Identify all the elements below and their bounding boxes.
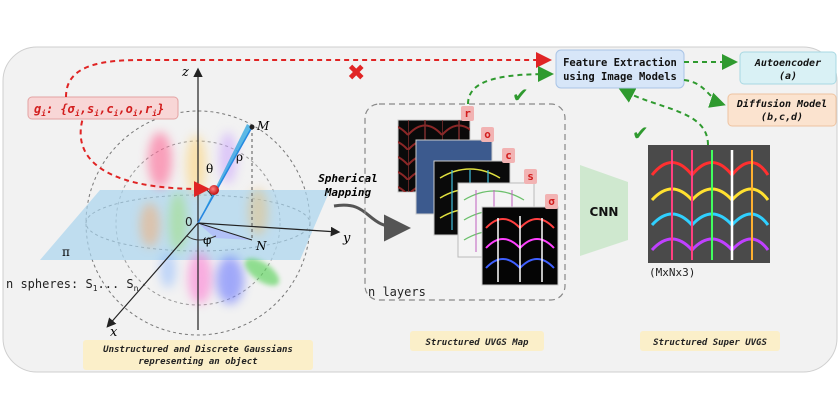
x-axis (106, 222, 199, 328)
n-layers-label: n layers (368, 285, 426, 299)
gparam-prefix-sub: i (41, 108, 46, 118)
z-axis-label: z (181, 65, 189, 80)
rho-wedge (198, 124, 252, 223)
caption-left-box (83, 340, 313, 370)
rho-label: ρ (236, 150, 243, 164)
super-to-feature-arrow (618, 88, 709, 146)
plane-label: π (62, 245, 70, 259)
gparam-to-point-arrow (79, 111, 210, 198)
diffusion-line2: (b,c,d) (761, 112, 803, 123)
y-axis (197, 222, 341, 237)
phi-label: φ (203, 233, 211, 247)
caption-right: Structured Super UVGS (653, 338, 767, 348)
check-mark-super: ✔ (632, 121, 649, 145)
svg-text:gi: {σi,si,ci,oi,ri}: gi: {σi,si,ci,oi,ri} (34, 102, 164, 118)
x-axis-label: x (110, 325, 118, 340)
feature-extraction-box (555, 49, 685, 89)
layers-dashed-box (364, 103, 566, 301)
theta-label: θ (206, 162, 213, 176)
caption-left-line2: representing an object (138, 356, 258, 367)
layer-tag-c-box (502, 148, 515, 163)
layer-tag-sigma: σ (548, 195, 555, 208)
layer-tag-r: r (464, 107, 471, 120)
diffusion-line1: Diffusion Model (736, 98, 827, 110)
caption-mid-box (410, 331, 544, 351)
direct-path-arrow (65, 52, 552, 98)
spheres-label: n spheres: S1... Sn (6, 277, 139, 293)
spherical-mapping-arrow (333, 203, 411, 242)
gaussian-point (209, 185, 219, 195)
gaussian-params-box: gi: {σi,si,ci,oi,ri} (27, 96, 179, 120)
cnn-block (580, 165, 628, 256)
layer-tag-sigma-box (545, 194, 558, 209)
autoencoder-box (739, 51, 837, 85)
layer-tag-o: o (484, 128, 491, 141)
gparam-prefix: g (34, 102, 41, 116)
spherical-mapping-line2: Mapping (324, 186, 372, 199)
layer-tag-c: c (505, 149, 512, 162)
origin-label: 0 (185, 215, 193, 229)
dims-label: (MxNx3) (649, 266, 695, 279)
diffusion-box (727, 93, 837, 127)
point-n-label: N (255, 239, 267, 253)
gparam-item-s: s (87, 102, 94, 116)
layer-tag-s-box (524, 169, 537, 184)
super-uvgs-image (648, 145, 770, 263)
caption-mid: Structured UVGS Map (426, 338, 530, 348)
layer-tag-o-box (481, 127, 494, 142)
gparam-item-o: o (126, 102, 133, 116)
gparam-body: : {σ (46, 102, 76, 116)
caption-right-box (640, 331, 780, 351)
autoencoder-line1: Autoencoder (754, 58, 821, 69)
feature-line2: using Image Models (563, 71, 677, 83)
y-axis-label: y (342, 231, 351, 246)
gparam-item-c: c (106, 102, 113, 116)
phi-arc (186, 235, 217, 241)
caption-left-line1: Unstructured and Discrete Gaussians (103, 344, 293, 355)
cnn-label: CNN (590, 205, 619, 219)
point-m-marker (249, 124, 255, 130)
point-m-label: M (256, 119, 270, 133)
autoencoder-line2: (a) (779, 71, 797, 82)
cross-mark: ✖ (347, 61, 365, 86)
gparam-item-r: r (145, 102, 153, 116)
spherical-mapping-line1: Spherical (318, 172, 378, 185)
layer-tag-r-box (461, 106, 474, 121)
check-mark-layers: ✔ (512, 83, 529, 107)
feature-line1: Feature Extraction (563, 57, 677, 69)
layer-tag-s: s (527, 170, 534, 183)
n-line (197, 222, 253, 241)
gaussian-blobs (140, 132, 280, 304)
layer-stack: r o c s σ (397, 106, 559, 286)
coordinate-sphere-figure: z y x 0 M N θ ρ φ π (40, 65, 351, 340)
feature-to-diffusion-arrow (683, 79, 726, 108)
